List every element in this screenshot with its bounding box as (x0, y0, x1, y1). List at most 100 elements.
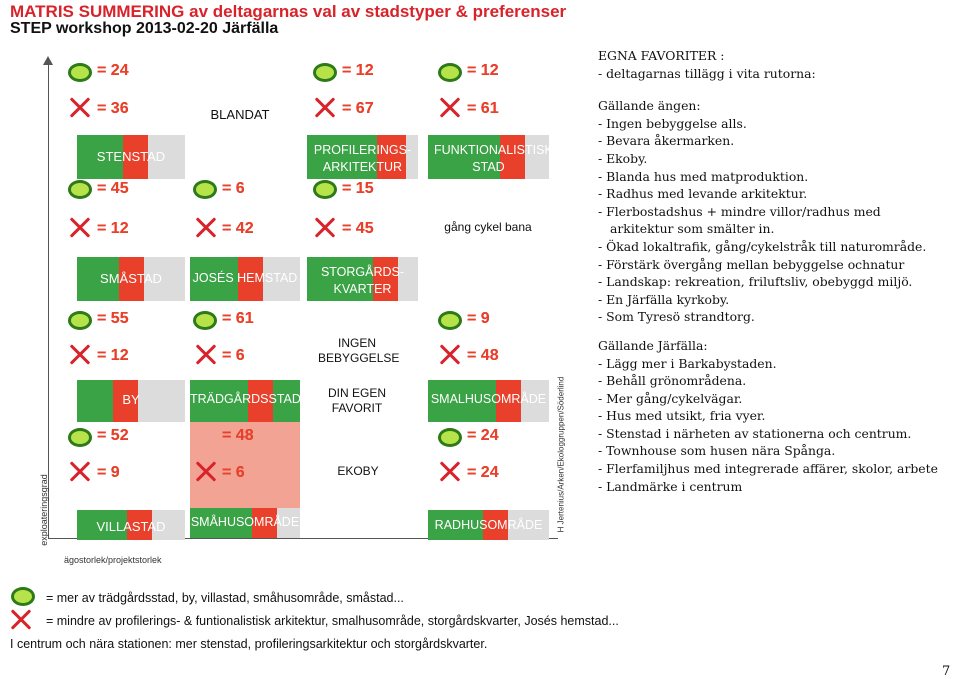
cross-icon (439, 344, 461, 366)
credit-label: H Jertenius/Arken/Ekologgruppen/Söderlin… (556, 376, 566, 533)
cell-profilering: PROFILERINGS- ARKITEKTUR (307, 135, 418, 179)
list-item: - Flerfamiljhus med integrerade affärer,… (598, 461, 938, 477)
circle-icon (68, 180, 92, 199)
list-item: - Behåll grönområdena. (598, 373, 747, 389)
list-item: - Radhus med levande arkitektur. (598, 186, 808, 202)
cell-smalhusomrade: SMALHUSOMRÅDE (428, 380, 549, 422)
cell-label: SMÅSTAD (100, 271, 162, 286)
favorites-subheading: - deltagarnas tillägg i vita rutorna: (598, 65, 816, 81)
list-item: arkitektur som smälter in. (610, 221, 775, 237)
count-less-profilering: = 67 (342, 100, 374, 117)
count-more-joses: = 61 (222, 310, 254, 327)
list-item: - Ekoby. (598, 150, 648, 166)
cross-icon (314, 217, 336, 239)
circle-icon (313, 180, 337, 199)
jarfalla-title: Gällande Järfälla: (598, 337, 708, 353)
circle-icon (193, 311, 217, 330)
list-item: - Townhouse som husen nära Spånga. (598, 443, 836, 459)
list-item: - Mer gång/cykelvägar. (598, 390, 743, 406)
cross-icon (195, 461, 217, 483)
cell-label: VILLASTAD (96, 519, 166, 534)
list-item: - Stenstad i närheten av stationerna och… (598, 425, 912, 441)
count-less-by: = 12 (97, 347, 129, 364)
angen-title: Gällande ängen: (598, 98, 701, 114)
count-less-blandat: = 42 (222, 220, 254, 237)
count-more-tradgardsstad: = 48 (222, 427, 254, 444)
list-item: - Lägg mer i Barkabystaden. (598, 355, 777, 371)
list-item: - Ingen bebyggelse alls. (598, 115, 747, 131)
x-axis-label: ägostorlek/projektstorlek (64, 555, 162, 565)
count-more-radhus: = 24 (467, 427, 499, 444)
list-item: - En Järfälla kyrkoby. (598, 291, 730, 307)
list-item: - Landmärke i centrum (598, 478, 743, 494)
jarfalla-list: - Lägg mer i Barkabystaden. - Behåll grö… (598, 355, 953, 496)
circle-icon (313, 63, 337, 82)
legend-circle-icon (11, 587, 35, 606)
legend-more: = mer av trädgårdsstad, by, villastad, s… (46, 591, 404, 605)
favorites-heading: EGNA FAVORITER : (598, 48, 725, 63)
cell-ingen-bebyggelse: INGEN BEBYGGELSE (318, 336, 400, 365)
cell-label: BY (122, 392, 140, 407)
legend-cross-icon (10, 609, 32, 631)
cell-label: SMALHUSOMRÅDE (430, 392, 547, 406)
count-more-profilering: = 12 (342, 62, 374, 79)
count-more-funktionalistisk: = 12 (467, 62, 499, 79)
cross-icon (195, 217, 217, 239)
cell-label: STENSTAD (96, 149, 166, 164)
list-item: - Förstärk övergång mellan bebyggelse oc… (598, 256, 905, 272)
cross-icon (69, 344, 91, 366)
circle-icon (193, 180, 217, 199)
y-axis-label: exploateringsgrad (39, 474, 49, 546)
list-item: - Bevara åkermarken. (598, 133, 735, 149)
cell-label: JOSÉS HEMSTAD (192, 271, 298, 285)
page-number: 7 (942, 664, 951, 679)
circle-icon (68, 63, 92, 82)
cell-funktionalistisk: FUNKTIONALISTISK STAD (428, 135, 549, 179)
count-less-funktionalistisk: = 61 (467, 100, 499, 117)
list-item: - Ökad lokaltrafik, gång/cykelstråk till… (598, 238, 927, 254)
cross-icon (69, 97, 91, 119)
cell-by: BY (77, 380, 185, 422)
cell-villastad: VILLASTAD (77, 510, 185, 540)
cell-tradgardsstad: TRÄDGÅRDSSTAD (190, 380, 300, 517)
count-less-radhus: = 24 (467, 464, 499, 481)
count-less-joses: = 6 (222, 347, 245, 364)
circle-icon (438, 63, 462, 82)
count-less-stenstad: = 36 (97, 100, 129, 117)
cell-smastad: SMÅSTAD (77, 257, 185, 301)
cell-radhusomrade: RADHUSOMRÅDE (428, 510, 549, 540)
cell-label: PROFILERINGS- ARKITEKTUR (313, 143, 412, 174)
count-more-storgard: = 15 (342, 180, 374, 197)
count-less-smalhus: = 48 (467, 347, 499, 364)
list-item: - Blanda hus med matproduktion. (598, 168, 809, 184)
cell-blandat: BLANDAT (210, 107, 270, 122)
cell-joses-hemstad: JOSÉS HEMSTAD (190, 257, 300, 301)
circle-icon (68, 428, 92, 447)
cell-label: FUNKTIONALISTISK STAD (434, 143, 549, 174)
x-axis-line (48, 538, 558, 539)
list-item: - Flerbostadshus + mindre villor/radhus … (598, 203, 881, 219)
cell-din-egen-favorit: DIN EGEN FAVORIT (327, 386, 386, 415)
page-title: MATRIS SUMMERING av deltagarnas val av s… (10, 2, 567, 21)
count-more-smastad: = 45 (97, 180, 129, 197)
y-axis-arrow (43, 56, 53, 65)
favorites-panel: EGNA FAVORITER : - deltagarnas tillägg i… (598, 47, 953, 495)
count-more-by: = 55 (97, 310, 129, 327)
cell-label: RADHUSOMRÅDE (434, 518, 543, 532)
list-item: - Som Tyresö strandtorg. (598, 309, 755, 325)
cell-ekoby: EKOBY (337, 464, 379, 478)
angen-list: - Ingen bebyggelse alls. - Bevara åkerma… (598, 115, 953, 326)
legend-centrum: I centrum och nära stationen: mer stenst… (10, 637, 488, 651)
list-item: - Hus med utsikt, fria vyer. (598, 408, 766, 424)
cross-icon (69, 217, 91, 239)
count-more-smalhus: = 9 (467, 310, 490, 327)
cross-icon (195, 344, 217, 366)
list-item: - Landskap: rekreation, friluftsliv, obe… (598, 274, 913, 290)
cell-label: TRÄDGÅRDSSTAD (190, 392, 300, 406)
cell-storgardskvarter: STORGÅRDS- KVARTER (307, 257, 418, 301)
circle-icon (438, 428, 462, 447)
cross-icon (314, 97, 336, 119)
cross-icon (439, 97, 461, 119)
cell-label: SMÅHUSOMRÅDE (190, 515, 300, 529)
label-gang-cykel: gång cykel bana (444, 220, 532, 234)
